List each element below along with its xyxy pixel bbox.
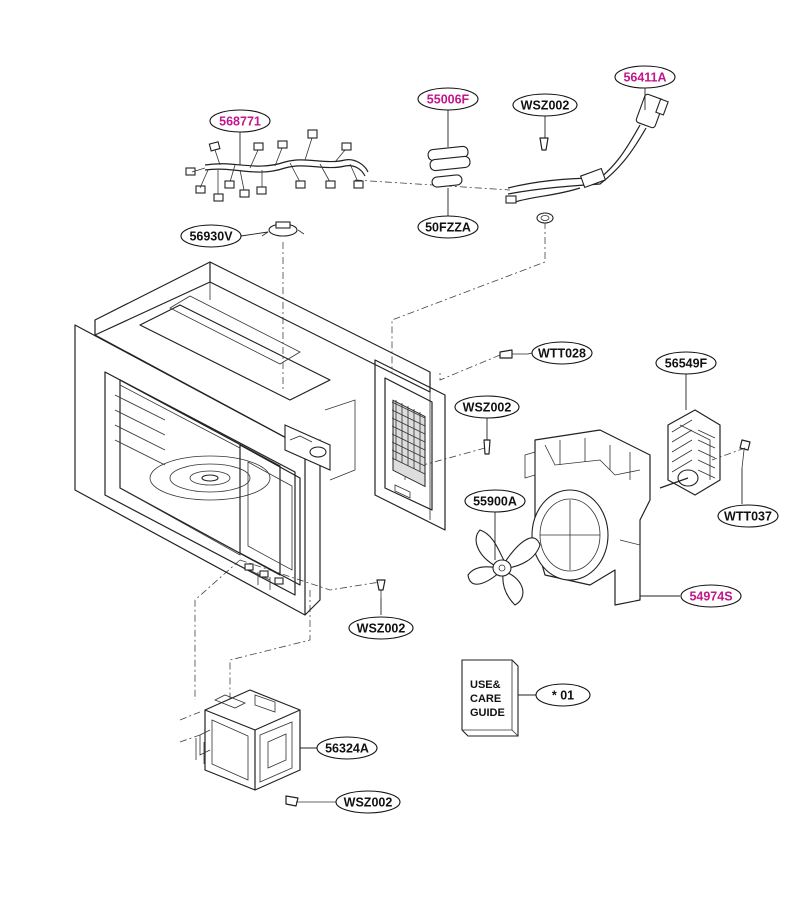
screw-WTT028 [499,349,528,359]
svg-text:WSZ002: WSZ002 [344,796,393,810]
label-56549F: 56549F [655,351,717,375]
label-55006F: 55006F [417,87,479,111]
use-care-guide-book: USE& CARE GUIDE [461,659,519,737]
book-line-2: CARE [470,693,501,705]
label-WTT037: WTT037 [717,504,779,528]
svg-text:* 01: * 01 [552,689,574,703]
svg-text:55900A: 55900A [473,495,517,509]
svg-text:56324A: 56324A [325,742,369,756]
book-line-1: USE& [470,679,501,691]
label-WSZ002-top: WSZ002 [512,93,578,117]
label-56324A: 56324A [316,736,378,760]
thermostat-56930V [261,221,305,237]
svg-text:55006F: 55006F [427,93,470,107]
leader-lines [239,88,743,803]
magnetron-56324A [179,689,301,791]
svg-text:50FZZA: 50FZZA [425,221,471,235]
screw-WTT037 [739,439,751,469]
screw-WSZ002-bot [285,795,340,807]
label-56411A: 56411A [614,65,676,89]
label-56930V: 56930V [180,224,242,248]
label-55900A: 55900A [464,489,526,513]
label-WSZ002-bot: WSZ002 [335,790,401,814]
label-WSZ002-mid: WSZ002 [454,395,520,419]
part-labels: 568771 55006F WSZ002 56411A 56930V 50FZZ… [180,65,779,814]
wire-harness-568771 [185,129,369,202]
svg-text:568771: 568771 [219,115,261,129]
power-cord-56411A [505,93,669,224]
svg-text:56549F: 56549F [665,357,708,371]
screw-WSZ002-low [376,579,386,598]
svg-text:WTT037: WTT037 [724,510,772,524]
svg-text:54974S: 54974S [689,590,732,604]
label-50FZZA: 50FZZA [417,215,479,239]
main-cavity-chassis [74,261,446,616]
fan-motor-56549F [659,409,721,496]
fan-blade-55900A [467,529,541,606]
book-line-3: GUIDE [470,707,505,719]
svg-text:56411A: 56411A [623,71,666,85]
fan-bracket-54974S [524,429,651,606]
svg-text:WTT028: WTT028 [538,347,586,361]
svg-text:WSZ002: WSZ002 [521,99,570,113]
svg-text:56930V: 56930V [189,230,233,244]
label-54974S: 54974S [680,584,742,608]
label-01: * 01 [535,683,591,707]
alignment-lines [194,179,746,700]
label-WSZ002-low: WSZ002 [348,616,414,640]
label-568771: 568771 [209,109,271,133]
svg-text:WSZ002: WSZ002 [357,622,406,636]
fuse-set [427,145,471,188]
label-WTT028: WTT028 [531,341,593,365]
waveguide-grid [391,400,426,475]
screw-WSZ002-mid [483,439,491,455]
svg-text:WSZ002: WSZ002 [463,401,512,415]
